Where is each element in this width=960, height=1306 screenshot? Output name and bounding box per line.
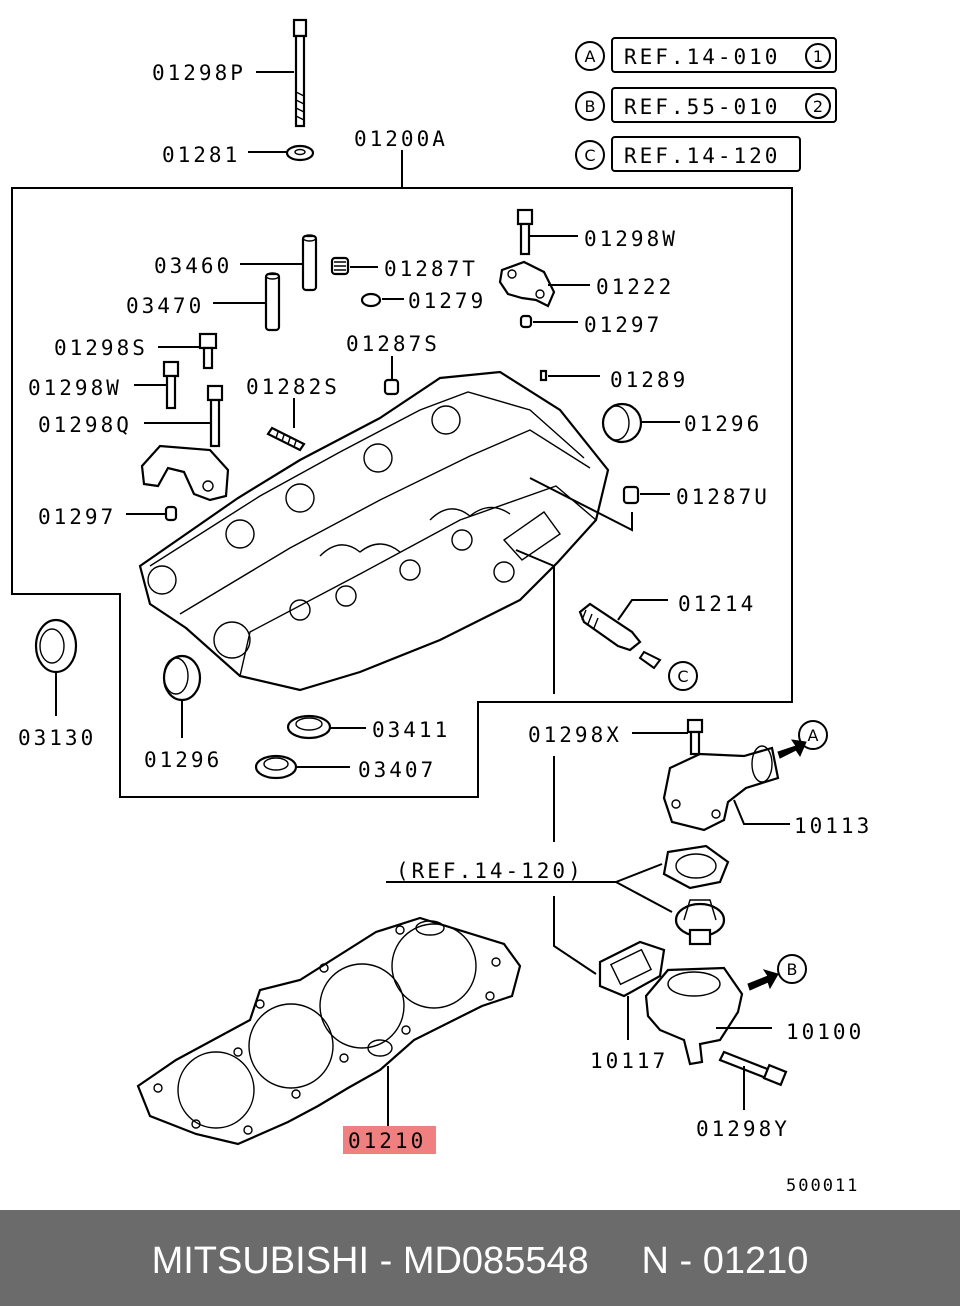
reference-box-a[interactable]: A REF.14-010 1 bbox=[575, 37, 837, 73]
ref-num-b: 2 bbox=[813, 97, 823, 116]
label-03470[interactable]: 03470 bbox=[126, 294, 204, 318]
label-03407[interactable]: 03407 bbox=[358, 758, 436, 782]
label-01298X[interactable]: 01298X bbox=[528, 723, 622, 747]
sensor-01214[interactable] bbox=[578, 602, 662, 670]
thermostat-housing-10100[interactable] bbox=[644, 966, 779, 1066]
pin-01289[interactable] bbox=[539, 369, 548, 382]
head-gasket-01210[interactable] bbox=[136, 916, 522, 1146]
label-01279[interactable]: 01279 bbox=[408, 289, 486, 313]
label-01282S[interactable]: 01282S bbox=[246, 375, 340, 399]
valve-guide-03460[interactable] bbox=[301, 234, 318, 292]
label-10117[interactable]: 10117 bbox=[590, 1049, 668, 1073]
oil-seal-03130[interactable] bbox=[34, 618, 78, 674]
pin-01297-left[interactable] bbox=[164, 505, 178, 522]
seal-03411[interactable] bbox=[286, 714, 332, 740]
mark-b-text: B bbox=[787, 960, 798, 979]
circle-mark-b[interactable]: B bbox=[777, 954, 807, 984]
highlight-01210 bbox=[343, 1126, 436, 1154]
plug-01287U[interactable] bbox=[622, 485, 640, 505]
mark-a-text: A bbox=[808, 726, 819, 745]
label-01298P[interactable]: 01298P bbox=[152, 61, 246, 85]
valve-guide-03470[interactable] bbox=[264, 272, 281, 332]
label-ref-14-120[interactable]: (REF.14-120) bbox=[396, 859, 584, 883]
circle-mark-c[interactable]: C bbox=[668, 661, 698, 691]
label-01222[interactable]: 01222 bbox=[596, 275, 674, 299]
label-03130[interactable]: 03130 bbox=[18, 726, 96, 750]
label-01298Y[interactable]: 01298Y bbox=[696, 1117, 790, 1141]
label-01296-left[interactable]: 01296 bbox=[144, 748, 222, 772]
plug-01287S[interactable] bbox=[383, 378, 400, 396]
label-01297-left[interactable]: 01297 bbox=[38, 505, 116, 529]
bolt-01298W-left[interactable] bbox=[162, 360, 180, 410]
bolt-01298Q[interactable] bbox=[206, 384, 224, 448]
ref-num-a: 1 bbox=[813, 47, 823, 66]
bearing-cap[interactable] bbox=[140, 444, 230, 502]
label-01210[interactable]: 01210 bbox=[348, 1129, 426, 1153]
plug-01287T[interactable] bbox=[330, 256, 350, 276]
bolt-01298P[interactable] bbox=[292, 18, 308, 128]
label-01298S[interactable]: 01298S bbox=[54, 336, 148, 360]
thermostat[interactable] bbox=[674, 899, 726, 946]
ref-circle-a: A bbox=[585, 47, 596, 66]
stud-01282S[interactable] bbox=[266, 426, 306, 452]
bolt-01298Y[interactable] bbox=[718, 1050, 788, 1087]
mark-c-text: C bbox=[677, 667, 688, 686]
label-01281[interactable]: 01281 bbox=[162, 143, 240, 167]
plug-01296-right[interactable] bbox=[601, 402, 643, 444]
label-01296-right[interactable]: 01296 bbox=[684, 412, 762, 436]
label-01200A[interactable]: 01200A bbox=[354, 127, 448, 151]
diagram-id: 500011 bbox=[786, 1176, 859, 1196]
label-01287U[interactable]: 01287U bbox=[676, 485, 770, 509]
ref-text-a: REF.14-010 bbox=[624, 45, 780, 69]
oring-01279[interactable] bbox=[360, 292, 382, 308]
ref-circle-b: B bbox=[585, 97, 596, 116]
bracket-01222[interactable] bbox=[498, 260, 556, 308]
label-10100[interactable]: 10100 bbox=[786, 1020, 864, 1044]
bolt-01298S[interactable] bbox=[198, 332, 218, 370]
bolt-01298W-top[interactable] bbox=[516, 208, 534, 256]
assembly-outline bbox=[11, 187, 793, 798]
seal-03407[interactable] bbox=[254, 754, 298, 780]
reference-box-c[interactable]: C REF.14-120 bbox=[575, 136, 801, 172]
label-01298Q[interactable]: 01298Q bbox=[38, 413, 132, 437]
reference-box-b[interactable]: B REF.55-010 2 bbox=[575, 87, 837, 123]
ref-text-b: REF.55-010 bbox=[624, 95, 780, 119]
label-10113[interactable]: 10113 bbox=[794, 814, 872, 838]
label-03411[interactable]: 03411 bbox=[372, 718, 450, 742]
label-01214[interactable]: 01214 bbox=[678, 592, 756, 616]
cylinder-head-01200A[interactable] bbox=[138, 370, 610, 692]
footer-bar bbox=[0, 1210, 960, 1306]
label-01298W-top[interactable]: 01298W bbox=[584, 227, 678, 251]
bolt-01298X[interactable] bbox=[686, 718, 704, 756]
label-01287S[interactable]: 01287S bbox=[346, 332, 440, 356]
label-01289[interactable]: 01289 bbox=[610, 368, 688, 392]
plug-01296-left[interactable] bbox=[162, 654, 202, 702]
label-01287T[interactable]: 01287T bbox=[384, 257, 478, 281]
ref-circle-c: C bbox=[584, 146, 595, 165]
water-outlet-10113[interactable] bbox=[662, 739, 807, 832]
gasket-10117[interactable] bbox=[598, 940, 666, 998]
thermostat-gasket[interactable] bbox=[662, 844, 730, 890]
label-01297-right[interactable]: 01297 bbox=[584, 313, 662, 337]
label-01298W-left[interactable]: 01298W bbox=[28, 376, 122, 400]
footer-part-number: MITSUBISHI - MD085548 N - 01210 bbox=[151, 1240, 809, 1282]
pin-01297-right[interactable] bbox=[519, 314, 533, 329]
circle-mark-a[interactable]: A bbox=[798, 720, 828, 750]
washer-01281[interactable] bbox=[285, 144, 315, 162]
ref-text-c: REF.14-120 bbox=[624, 144, 780, 168]
label-03460[interactable]: 03460 bbox=[154, 254, 232, 278]
